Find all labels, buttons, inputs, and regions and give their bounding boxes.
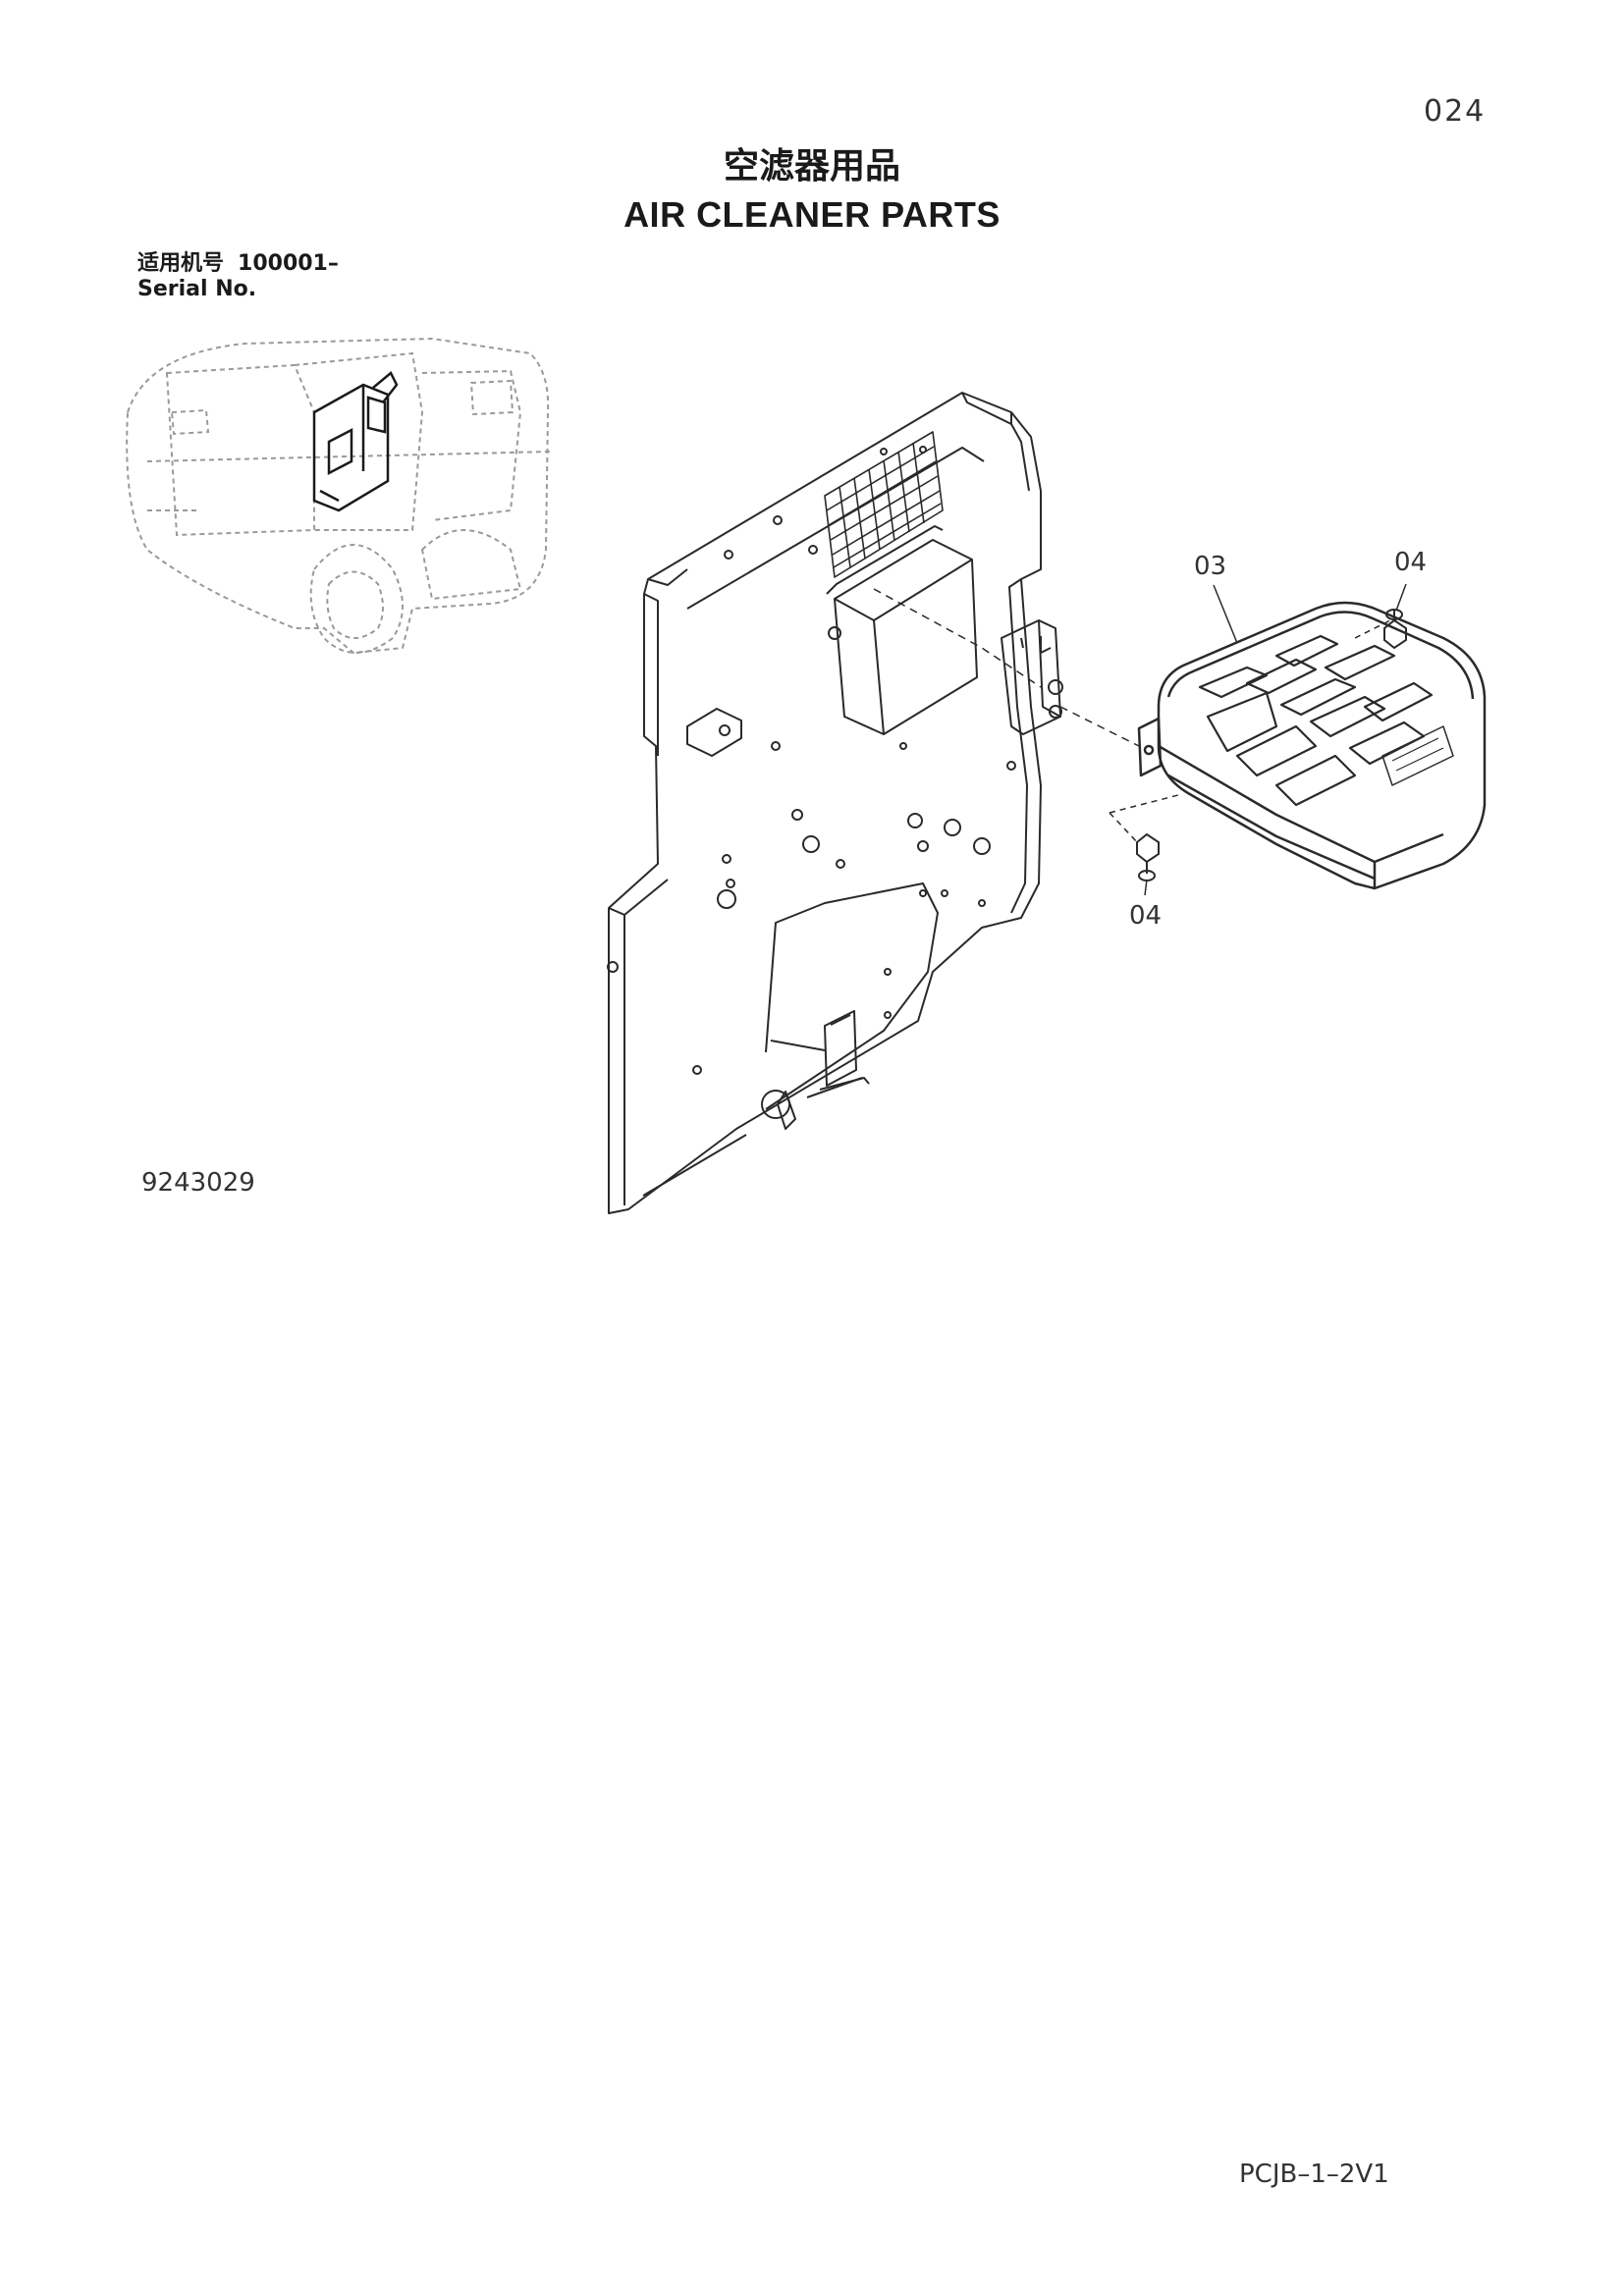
serial-label-chinese: 适用机号 <box>137 251 225 276</box>
serial-range: 100001– <box>238 251 339 276</box>
machine-overview-illustration <box>126 337 551 655</box>
callout-part-04-top: 04 <box>1394 548 1428 577</box>
callout-part-04-bottom: 04 <box>1129 901 1163 931</box>
document-code: PCJB–1–2V1 <box>1239 2160 1389 2189</box>
drawing-number: 9243029 <box>141 1168 255 1198</box>
page-title-english: AIR CLEANER PARTS <box>623 194 1001 235</box>
page-title-chinese: 空滤器用品 <box>723 146 900 187</box>
serial-label-english: Serial No. <box>137 277 257 301</box>
callout-part-03: 03 <box>1194 552 1227 581</box>
serial-number-block: 适用机号 100001– Serial No. <box>137 251 339 302</box>
air-cleaner-cover-part-03 <box>1137 601 1487 890</box>
highlighted-panel-in-overview <box>312 371 399 512</box>
page-number: 024 <box>1424 94 1487 129</box>
bolt-part-04-bottom <box>1136 832 1160 881</box>
main-panel-drawing <box>607 392 1063 1214</box>
leader-lines <box>873 583 1407 896</box>
